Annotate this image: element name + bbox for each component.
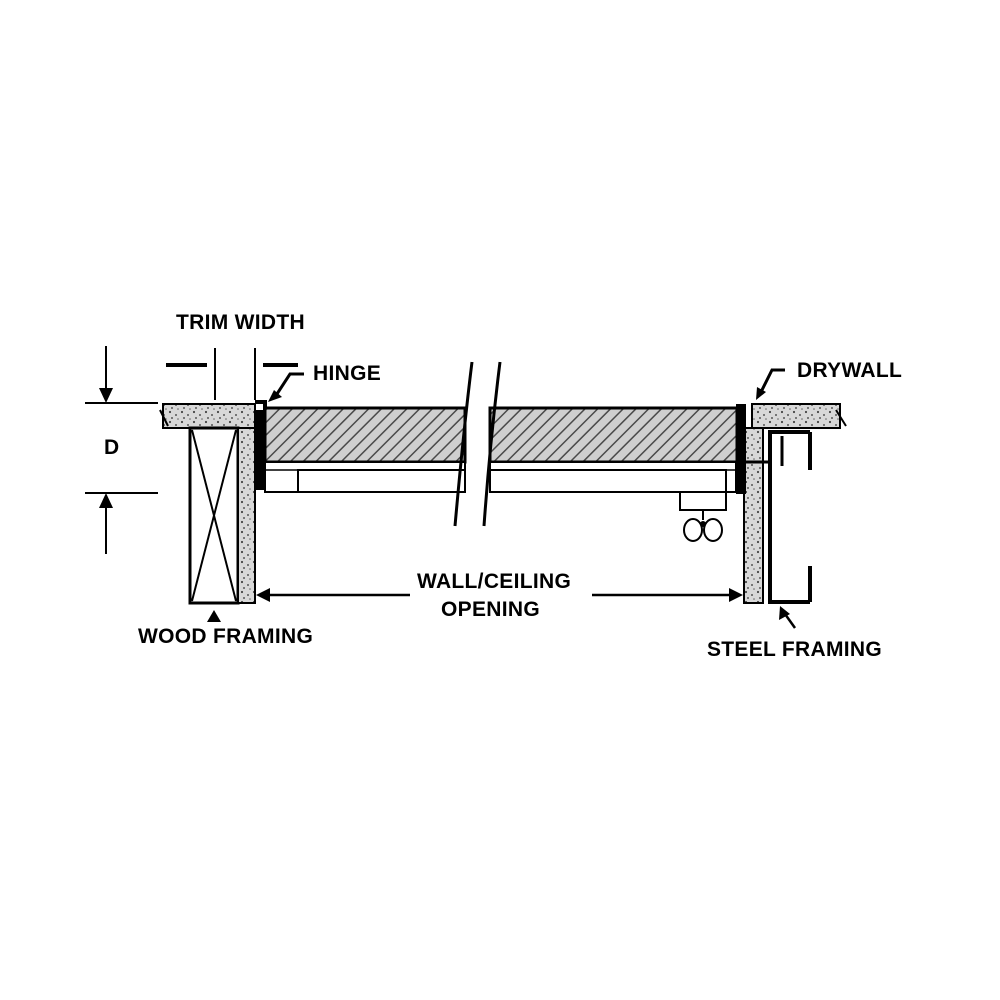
- depth-top-arrowhead: [99, 388, 113, 403]
- depth-label: D: [104, 436, 119, 459]
- opening-label-line1: WALL/CEILING: [417, 570, 571, 593]
- opening-label-line2: OPENING: [441, 598, 540, 621]
- trim-width-label: TRIM WIDTH: [176, 311, 305, 334]
- door-skin: [264, 461, 737, 493]
- door-panel-insulation-left: [263, 406, 467, 464]
- hinge-callout: HINGE: [268, 362, 381, 402]
- door-panel-insulation-right: [488, 406, 739, 464]
- depth-dimension: D: [85, 346, 158, 554]
- drywall-callout: DRYWALL: [756, 359, 902, 400]
- trim-width-dimension: TRIM WIDTH: [166, 311, 305, 400]
- right-drywall: [751, 403, 847, 429]
- wood-framing-label: WOOD FRAMING: [138, 625, 313, 648]
- wood-framing-callout: WOOD FRAMING: [138, 610, 313, 648]
- wood-framing-stud: [188, 426, 240, 605]
- steel-framing-channel: [768, 430, 812, 604]
- opening-dimension: WALL/CEILING OPENING: [256, 570, 743, 621]
- left-drywall: [159, 403, 256, 429]
- hinge-label: HINGE: [313, 362, 381, 385]
- steel-framing-label: STEEL FRAMING: [707, 638, 882, 661]
- right-drywall-return: [743, 427, 764, 604]
- drywall-label: DRYWALL: [797, 359, 902, 382]
- break-lines: [453, 361, 502, 527]
- steel-framing-callout: STEEL FRAMING: [707, 606, 882, 661]
- depth-bottom-arrowhead: [99, 493, 113, 508]
- cam-lock-latch: [679, 491, 727, 542]
- door-frame-right: [736, 404, 770, 494]
- opening-left-arrowhead: [256, 588, 270, 602]
- opening-right-arrowhead: [729, 588, 743, 602]
- left-drywall-return: [237, 427, 256, 604]
